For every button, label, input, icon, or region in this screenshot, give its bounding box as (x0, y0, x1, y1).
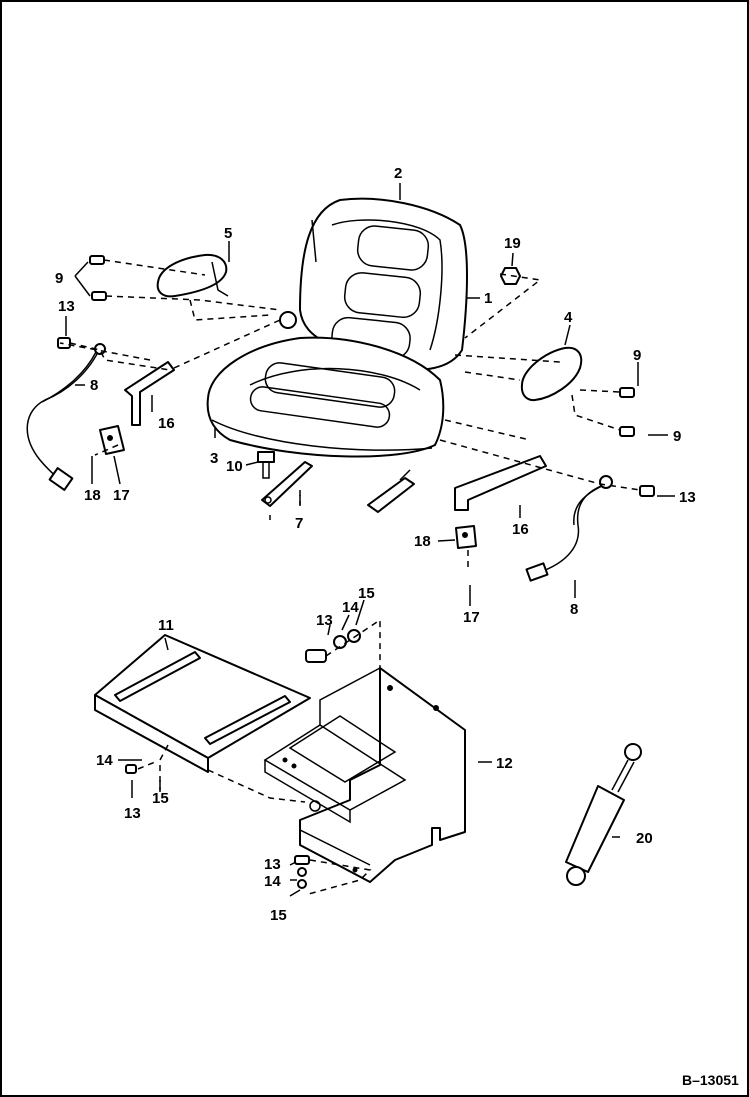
callout-18-right: 18 (414, 533, 431, 550)
callout-19: 19 (504, 235, 521, 252)
callout-2: 2 (394, 165, 402, 182)
reference-code: B–13051 (682, 1072, 739, 1088)
seat-belt-right (525, 475, 613, 582)
callout-4: 4 (564, 309, 573, 326)
callout-11: 11 (158, 617, 174, 634)
seat-mount-box (263, 667, 466, 883)
callout-labels: 2 1 3 4 5 7 8 8 9 9 9 10 11 12 13 13 13 … (55, 165, 696, 924)
callout-16-right: 16 (512, 521, 529, 538)
callout-leaders (65, 183, 675, 897)
callout-13-plate: 13 (124, 805, 141, 822)
callout-5: 5 (224, 225, 232, 242)
callout-7: 7 (295, 515, 303, 532)
callout-12: 12 (496, 755, 513, 772)
callout-14-plate: 14 (96, 752, 113, 769)
callout-17-right: 17 (463, 609, 480, 626)
callout-13-right: 13 (679, 489, 696, 506)
callout-9-left: 9 (55, 270, 63, 287)
callout-9-upper-right: 9 (633, 347, 641, 364)
gas-spring (565, 743, 642, 886)
slide-plate (94, 634, 311, 773)
callout-16-left: 16 (158, 415, 175, 432)
callout-9-lower-right: 9 (673, 428, 681, 445)
callout-14-hardware: 14 (342, 599, 359, 616)
fasteners (57, 255, 655, 889)
callout-15-box: 15 (270, 907, 287, 924)
callout-15-plate: 15 (152, 790, 169, 807)
callout-18-left: 18 (84, 487, 101, 504)
callout-8-left: 8 (90, 377, 98, 394)
seat-rail-right (367, 469, 415, 513)
callout-17-left: 17 (113, 487, 130, 504)
callout-3: 3 (210, 450, 218, 467)
callout-20: 20 (636, 830, 653, 847)
armrest-left (156, 253, 229, 298)
seat-rail-left (261, 461, 313, 507)
callout-15-hardware: 15 (358, 585, 375, 602)
callout-8-right: 8 (570, 601, 578, 618)
callout-13-hardware: 13 (316, 612, 333, 629)
callout-13-box: 13 (264, 856, 281, 873)
callout-14-box: 14 (264, 873, 281, 890)
seat-assembly (206, 197, 468, 458)
callout-13-left: 13 (58, 298, 75, 315)
armrest-right (520, 346, 583, 402)
seat-belt-left (26, 343, 106, 491)
bracket-right (454, 455, 547, 549)
bracket-left (99, 361, 175, 455)
callout-1: 1 (484, 290, 492, 307)
callout-10: 10 (226, 458, 243, 475)
